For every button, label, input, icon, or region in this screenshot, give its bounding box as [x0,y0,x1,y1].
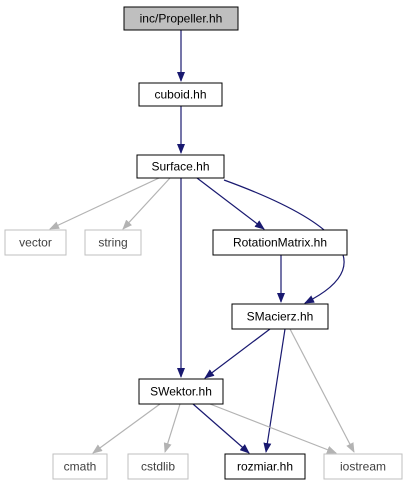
node-label: rozmiar.hh [237,460,293,474]
node-label: inc/Propeller.hh [140,12,223,26]
node-string: string [84,229,142,256]
node-box [52,453,108,480]
edge-swektor-to-iostream [209,403,337,454]
edge-smacierz-to-iostream [289,328,355,453]
node-swektor[interactable]: SWektor.hh [138,378,224,405]
edge-surface-to-vector [49,177,160,230]
node-label: cmath [64,460,97,474]
node-box [323,453,403,480]
node-vector: vector [4,229,67,256]
node-surface[interactable]: Surface.hh [136,154,225,179]
node-box [4,229,67,256]
edge-surface-to-string [122,177,171,230]
node-box [127,453,189,480]
node-rotationmatrix[interactable]: RotationMatrix.hh [212,229,348,256]
node-label: RotationMatrix.hh [233,236,327,250]
edge-surface-to-rotationmatrix [196,177,265,230]
node-box [123,6,239,31]
node-label: SMacierz.hh [247,310,314,324]
node-box [231,303,329,330]
node-iostream: iostream [323,453,403,480]
node-propeller[interactable]: inc/Propeller.hh [123,6,239,31]
edge-smacierz-to-rozmiar [263,328,286,453]
node-box [138,82,223,107]
node-label: vector [19,236,52,250]
node-box [224,453,306,480]
node-rozmiar[interactable]: rozmiar.hh [224,453,306,480]
node-box [138,378,224,405]
node-box [84,229,142,256]
edge-swektor-to-cmath [92,403,161,454]
edge-swektor-to-cstdlib [163,403,181,453]
node-label: SWektor.hh [150,385,212,399]
edge-swektor-to-rozmiar [192,403,250,454]
node-box [136,154,225,179]
node-label: iostream [340,460,386,474]
edge-smacierz-to-swektor [204,328,271,379]
node-label: cstdlib [141,460,175,474]
node-label: Surface.hh [151,160,209,174]
node-cstdlib: cstdlib [127,453,189,480]
node-smacierz[interactable]: SMacierz.hh [231,303,329,330]
node-box [212,229,348,256]
node-cuboid[interactable]: cuboid.hh [138,82,223,107]
node-label: cuboid.hh [154,88,206,102]
node-label: string [98,236,127,250]
node-cmath: cmath [52,453,108,480]
